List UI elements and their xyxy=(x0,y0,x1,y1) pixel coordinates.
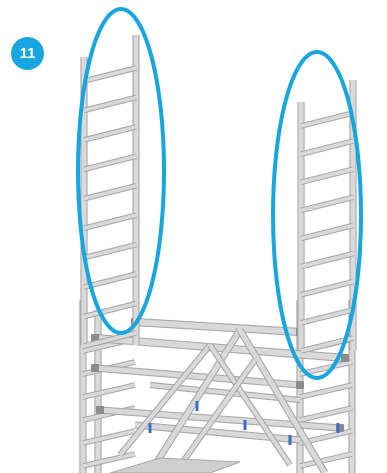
lower-right-rung xyxy=(300,454,352,466)
left-ladder-frame-rung xyxy=(84,215,136,228)
right-ladder-frame-rung xyxy=(301,197,353,210)
right-ladder-frame-rung xyxy=(301,282,353,295)
brace-lock-clip xyxy=(337,423,340,433)
right-ladder-frame-rung xyxy=(301,113,353,126)
step-number-badge: 11 xyxy=(11,37,44,70)
platform-deck-edge xyxy=(110,458,240,473)
brace-coupler xyxy=(96,406,104,414)
left-ladder-frame-rung xyxy=(84,186,136,199)
right-ladder-frame-rung xyxy=(301,310,353,323)
brace-lock-clip xyxy=(149,423,152,433)
lower-left-rung xyxy=(83,385,135,397)
brace-coupler xyxy=(296,381,304,389)
highlight-ellipse-right-frame xyxy=(273,52,361,378)
brace-coupler xyxy=(91,364,99,372)
left-ladder-frame-rung xyxy=(84,245,136,258)
right-ladder-frame-rung xyxy=(301,169,353,182)
right-ladder-frame-rung xyxy=(301,226,353,239)
brace-lock-clip xyxy=(244,420,247,430)
brace-lock-clip xyxy=(196,401,199,411)
highlight-layer xyxy=(78,9,361,378)
left-ladder-frame-rung xyxy=(84,156,136,169)
brace-lock-clip xyxy=(289,435,292,445)
lower-left-rung xyxy=(83,431,135,443)
left-ladder-frame-rung xyxy=(84,304,136,317)
left-ladder-frame-rung xyxy=(84,68,136,81)
highlight-ellipse-left-frame xyxy=(78,9,164,333)
brace-coupler xyxy=(341,354,349,362)
lower-left-rung xyxy=(83,454,135,466)
right-ladder-frame-rung xyxy=(301,254,353,267)
lower-right-rung xyxy=(300,408,352,420)
right-ladder-frame-rung xyxy=(301,141,353,154)
scaffold-illustration xyxy=(83,35,353,473)
left-ladder-frame-rung xyxy=(84,97,136,110)
left-ladder-frame-rung xyxy=(84,127,136,140)
lower-right-rung xyxy=(300,385,352,397)
